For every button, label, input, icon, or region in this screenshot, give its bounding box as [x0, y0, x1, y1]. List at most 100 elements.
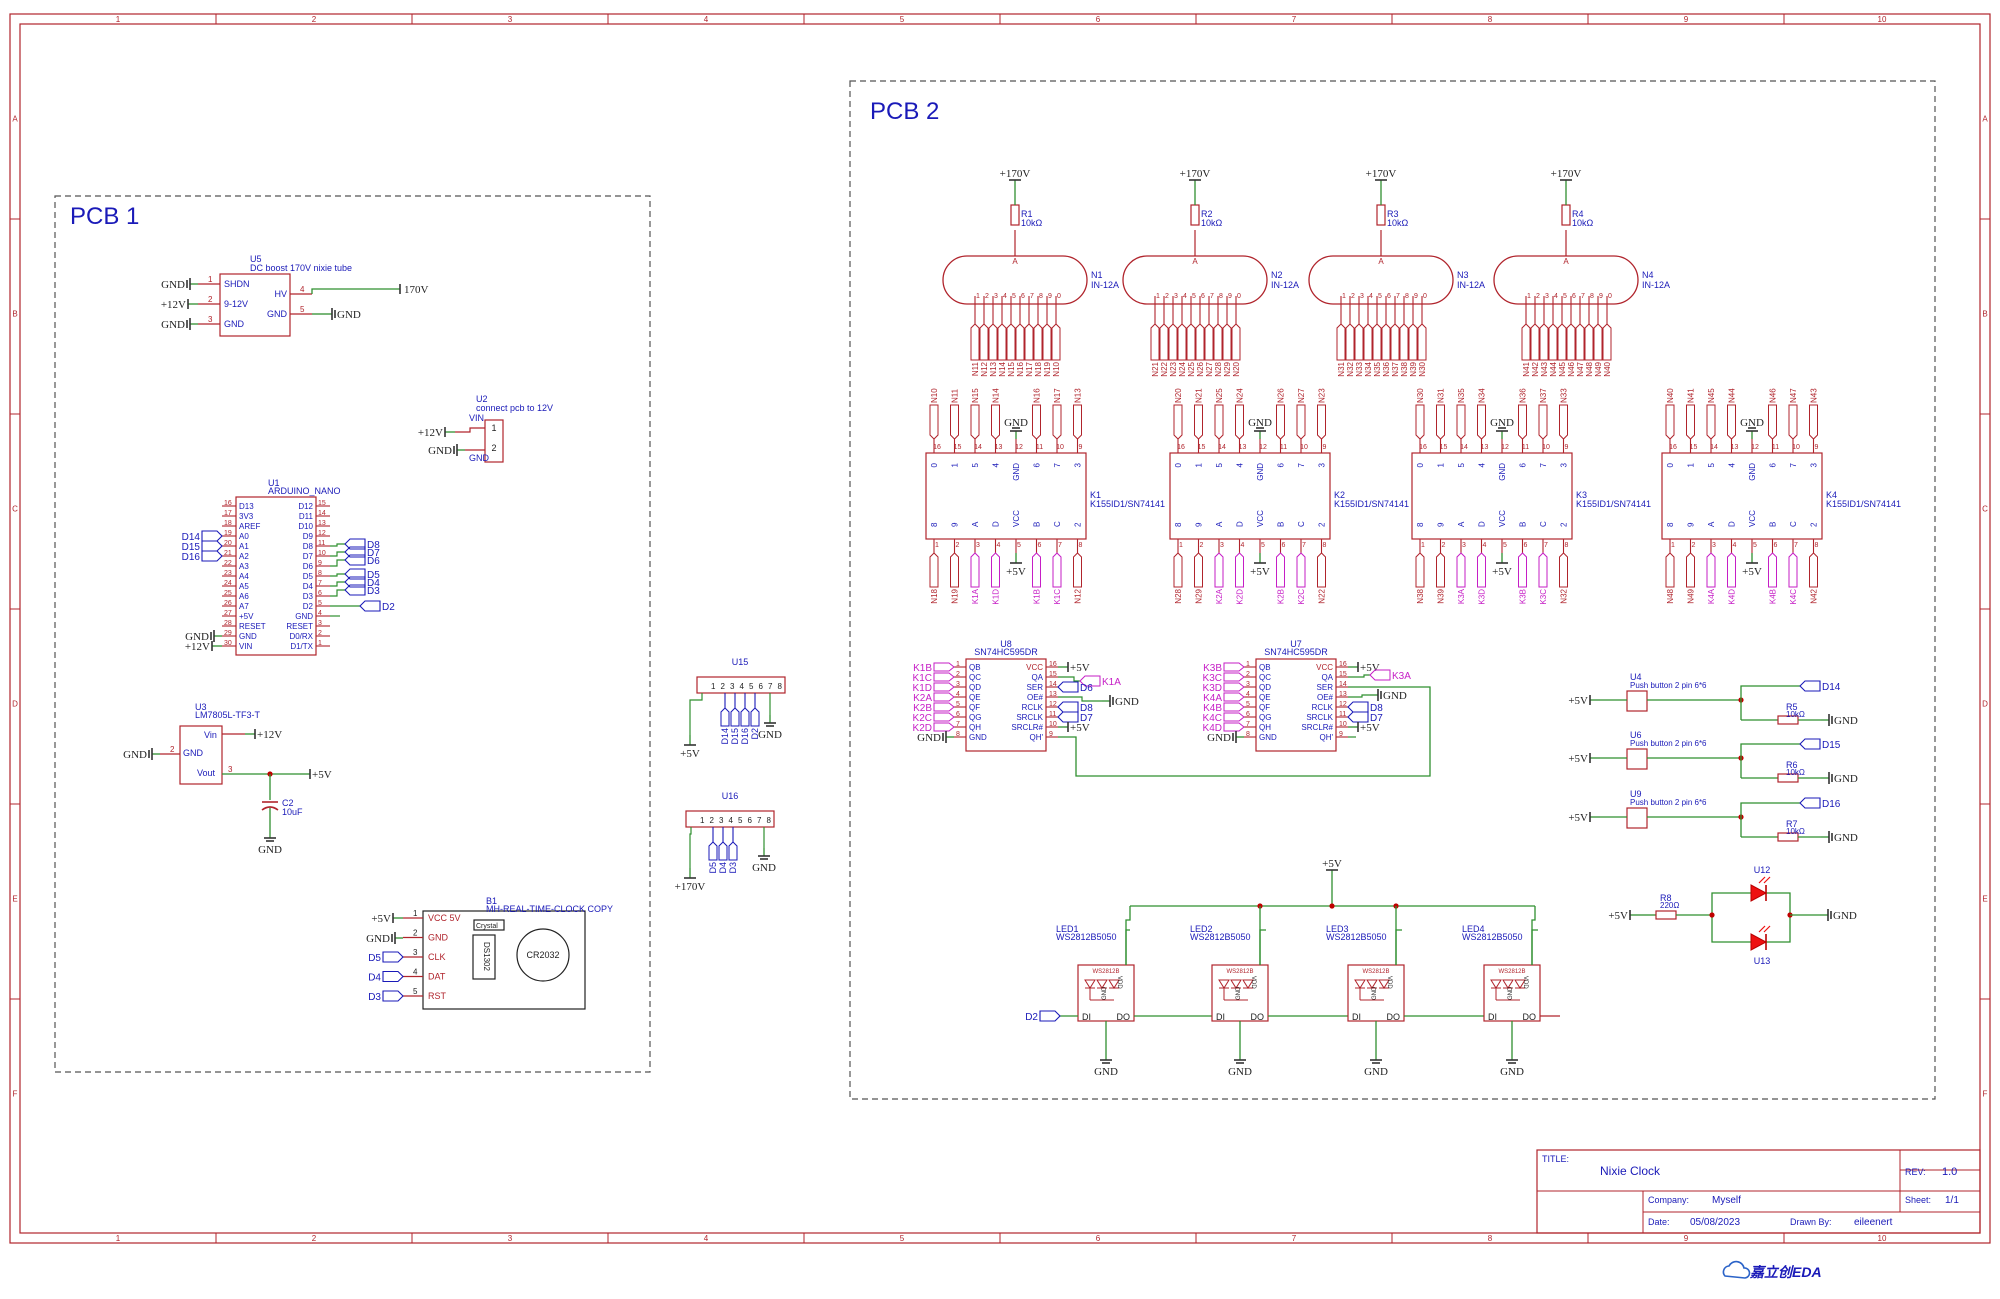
region-title: PCB 2	[870, 98, 939, 125]
net-flag-label: N43	[1540, 361, 1549, 376]
pin-number: 3	[1360, 293, 1364, 300]
net-flag-label: N49	[1687, 588, 1696, 603]
value-label: 10kΩ	[1786, 768, 1805, 777]
pin-number: 4	[997, 542, 1001, 549]
driver-body	[1661, 452, 1823, 540]
net-flag: D8	[1347, 701, 1383, 714]
nixie-tube-n2: N2IN-12AAR210kΩ+170V1N212N223N234N245N25…	[1122, 168, 1299, 377]
net-flag-label: N37	[1539, 388, 1548, 403]
net-flag-label: K4D	[1203, 723, 1222, 734]
power-symbol: +5V	[1742, 553, 1762, 578]
pin-number: 6	[748, 816, 753, 825]
pin-number: 2	[318, 630, 322, 637]
pin-number: 4	[1554, 293, 1558, 300]
net-flag-label: N45	[1558, 361, 1567, 376]
pin-name: D5	[303, 572, 314, 581]
led-ray	[1763, 925, 1771, 933]
net-flag: D8	[1057, 701, 1093, 714]
pin-number: 14	[318, 510, 326, 517]
pin-name: 5	[971, 462, 980, 467]
pin-number: 4	[1483, 542, 1487, 549]
u2-body	[484, 419, 504, 463]
power-symbol: +170V	[1000, 168, 1030, 190]
gnd-symbol: GND	[1820, 909, 1857, 922]
gnd-label: GND	[1228, 1066, 1252, 1078]
region-pcb2: PCB 2	[849, 80, 1936, 1100]
pin-number: 5	[413, 987, 418, 996]
chip-box	[472, 934, 496, 980]
pin-name: 5	[1457, 462, 1466, 467]
net-flag-label: N16	[1033, 388, 1042, 403]
net-flag-label: N17	[1053, 388, 1062, 403]
net-flag-label: N25	[1215, 388, 1224, 403]
net-flag-label: K1A	[1102, 677, 1121, 688]
pin-number: 6	[1387, 293, 1391, 300]
wire	[1531, 906, 1536, 965]
nixie-tube-n3: N3IN-12AAR310kΩ+170V1N312N323N334N345N35…	[1308, 168, 1485, 377]
pin-name: SRCLR#	[1301, 723, 1333, 732]
pin-number: 1	[1156, 293, 1160, 300]
frame-column-label: 3	[508, 15, 513, 24]
nixie-tube-n1: N1IN-12AAR110kΩ+170V1N112N123N134N145N15…	[942, 168, 1119, 377]
pin-name: 4	[1478, 462, 1487, 467]
frame-column-label: 7	[1292, 15, 1297, 24]
button-body	[1626, 807, 1648, 829]
net-flag-shape	[1539, 323, 1549, 361]
power-symbol: +12V	[245, 729, 282, 741]
pin-number: 6	[1021, 293, 1025, 300]
pin-number: 4	[740, 682, 745, 691]
pin-number: 10	[1049, 721, 1057, 728]
gnd-label: GND	[1383, 690, 1407, 702]
frame-column-label: 1	[116, 15, 121, 24]
frame-column-label: 4	[704, 1234, 709, 1243]
net-flag-shape	[933, 702, 955, 712]
pin-name: RESET	[239, 622, 266, 631]
pin-name: A	[1707, 521, 1716, 527]
gnd-label: GND	[1834, 715, 1858, 727]
led-diode	[1366, 979, 1378, 989]
pin-number: 27	[224, 610, 232, 617]
pin-name: QH'	[1029, 733, 1043, 742]
net-flag-label: D3	[368, 992, 381, 1003]
chip-label: WS2812B	[1226, 969, 1253, 975]
pin-number: 6	[1774, 542, 1778, 549]
net-flag-shape	[988, 323, 998, 361]
frame-column-label: 7	[1292, 1234, 1297, 1243]
pin-name: GND	[1259, 733, 1277, 742]
net-flag-label: N24	[1236, 388, 1245, 403]
net-flag-label: N19	[951, 588, 960, 603]
pin-name: QH'	[1319, 733, 1333, 742]
frame-column-label: 6	[1096, 1234, 1101, 1243]
button-body	[1626, 748, 1648, 770]
frame-column-label: 3	[508, 1234, 513, 1243]
led-ray	[1763, 876, 1771, 884]
gnd-symbol: GND	[1821, 831, 1858, 844]
net-flag-label: K1D	[913, 683, 932, 694]
resistor	[1655, 910, 1677, 920]
net-flag-label: K3B	[1203, 663, 1222, 674]
led-ray	[1758, 925, 1766, 933]
power-label: +5V	[312, 769, 332, 781]
net-flag-shape	[1223, 672, 1245, 682]
net-flag-shape	[1477, 404, 1486, 440]
net-flag-label: K4B	[1769, 589, 1778, 604]
net-flag-shape	[991, 404, 1000, 440]
pin-name: QG	[969, 713, 981, 722]
net-flag-shape	[1799, 797, 1821, 809]
net-flag-label: K4C	[1203, 713, 1222, 724]
pin-number: 13	[1731, 444, 1739, 451]
net-flag-label: N39	[1437, 588, 1446, 603]
net-flag-shape	[933, 722, 955, 732]
pin-name: QB	[969, 663, 981, 672]
pin-name: B	[1033, 522, 1042, 527]
pin-number: 2	[1165, 293, 1169, 300]
pin-name: CLK	[428, 952, 446, 962]
frame-column-label: 4	[704, 15, 709, 24]
net-flag-label: N21	[1195, 388, 1204, 403]
pin-name: Vout	[197, 768, 216, 778]
pin-number: 8	[1323, 542, 1327, 549]
pin-number: 7	[757, 816, 762, 825]
